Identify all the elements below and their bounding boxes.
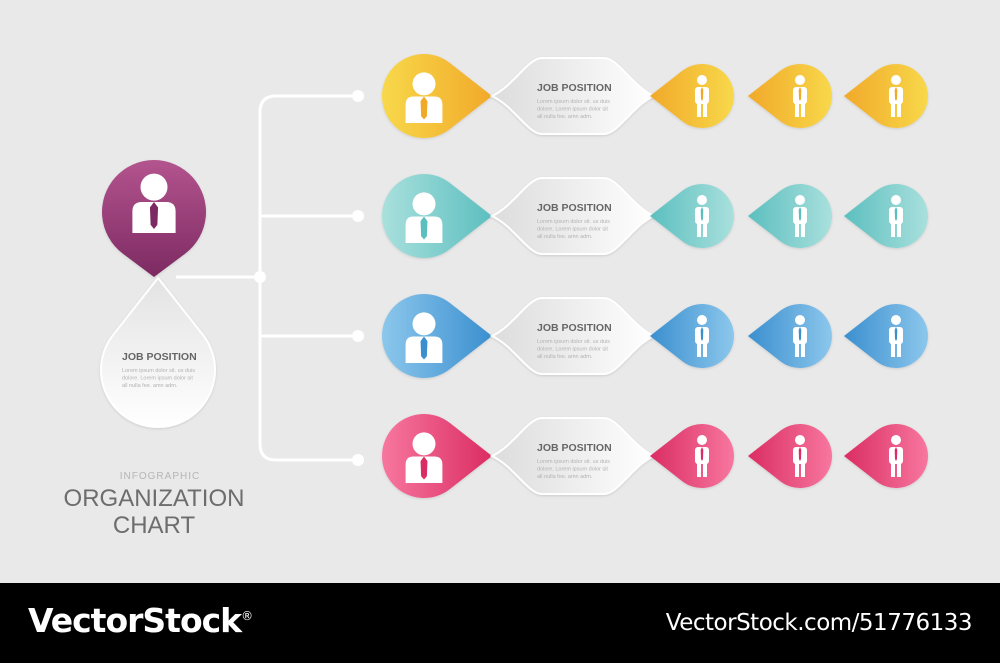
branch-rows: JOB POSITION Lorem ipsum dolor sit. us du… [381,54,928,499]
branch-title: JOB POSITION [537,82,612,94]
branch-info-box [489,417,657,495]
root-desc-line: all nulla fee. amn adm. [122,383,178,389]
team-member-icon [793,435,807,477]
branch-pin [381,414,492,499]
branch-title: JOB POSITION [537,202,612,214]
branch-info-box [489,57,657,135]
branch-person-icon [405,192,443,243]
root-info-bubble [100,276,216,428]
branch-pin [381,174,492,258]
team-member-icon [695,75,709,117]
branch-person-icon [405,72,443,123]
branch-desc-line: Lorem ipsum dolor sit. us duis [537,459,610,465]
org-chart-diagram: JOB POSITION Lorem ipsum dolor sit. us du… [64,54,928,539]
branch-desc-line: dolore. Lorem ipsum dolor sit [537,467,608,473]
branch-row-yellow: JOB POSITION Lorem ipsum dolor sit. us du… [381,54,928,138]
branch-desc-line: Lorem ipsum dolor sit. us duis [537,219,610,225]
chart-caption: INFOGRAPHIC ORGANIZATION CHART [64,471,245,539]
branch-desc-line: dolore. Lorem ipsum dolor sit [537,107,608,113]
team-member-drop [844,304,928,369]
branch-info-box [489,297,657,375]
team-member-icon [695,195,709,237]
team-member-drop [748,184,832,248]
team-member-icon [793,75,807,117]
connector-lines [176,90,364,466]
branch-desc-line: all nulla fee. amn adm. [537,114,593,120]
team-member-drop [650,184,734,248]
stock-id: VectorStock.com/51776133 [665,610,973,636]
branch-person-icon [405,312,443,363]
branch-pin [381,54,492,138]
team-member-icon [889,75,903,117]
branch-person-icon [405,432,443,483]
root-desc-line: Lorem ipsum dolor sit. us duis [122,368,195,374]
branch-desc-line: Lorem ipsum dolor sit. us duis [537,339,610,345]
branch-desc-line: dolore. Lorem ipsum dolor sit [537,227,608,233]
caption-line1: ORGANIZATION [64,485,245,512]
branch-title: JOB POSITION [537,322,612,334]
branch-desc-line: all nulla fee. amn adm. [537,474,593,480]
branch-desc-line: dolore. Lorem ipsum dolor sit [537,347,608,353]
team-member-drop [650,64,734,129]
team-member-icon [793,195,807,237]
team-member-icon [695,315,709,357]
team-member-drop [650,304,734,369]
branch-desc-line: Lorem ipsum dolor sit. us duis [537,99,610,105]
brand-logo: VectorStock® [28,601,253,640]
branch-row-pink: JOB POSITION Lorem ipsum dolor sit. us du… [381,414,928,499]
team-member-icon [889,435,903,477]
caption-small: INFOGRAPHIC [120,471,200,482]
branch-desc-line: all nulla fee. amn adm. [537,354,593,360]
root-desc-line: dolore. Lorem ipsum dolor sit [122,376,193,382]
caption-line2: CHART [113,512,196,539]
root-node: JOB POSITION Lorem ipsum dolor sit. us du… [100,160,216,428]
registered-mark: ® [241,609,253,623]
team-member-drop [844,423,928,489]
team-member-drop [748,304,832,369]
team-member-drop [650,423,734,489]
team-member-drop [844,184,928,248]
team-member-drop [844,64,928,129]
branch-info-box [489,177,657,255]
branch-row-blue: JOB POSITION Lorem ipsum dolor sit. us du… [381,294,928,379]
team-member-icon [889,195,903,237]
footer-bar: VectorStock® VectorStock.com/51776133 [0,583,1000,663]
team-member-drop [748,64,832,129]
branch-row-teal: JOB POSITION Lorem ipsum dolor sit. us du… [381,174,928,258]
brand-name: VectorStock [28,601,242,640]
branch-desc-line: all nulla fee. amn adm. [537,234,593,240]
team-member-drop [748,423,832,489]
org-chart-canvas: JOB POSITION Lorem ipsum dolor sit. us du… [63,54,928,539]
team-member-icon [793,315,807,357]
root-title: JOB POSITION [122,351,197,363]
branch-title: JOB POSITION [537,442,612,454]
root-person-icon [132,173,176,233]
branch-pin [381,294,492,379]
team-member-icon [889,315,903,357]
team-member-icon [695,435,709,477]
